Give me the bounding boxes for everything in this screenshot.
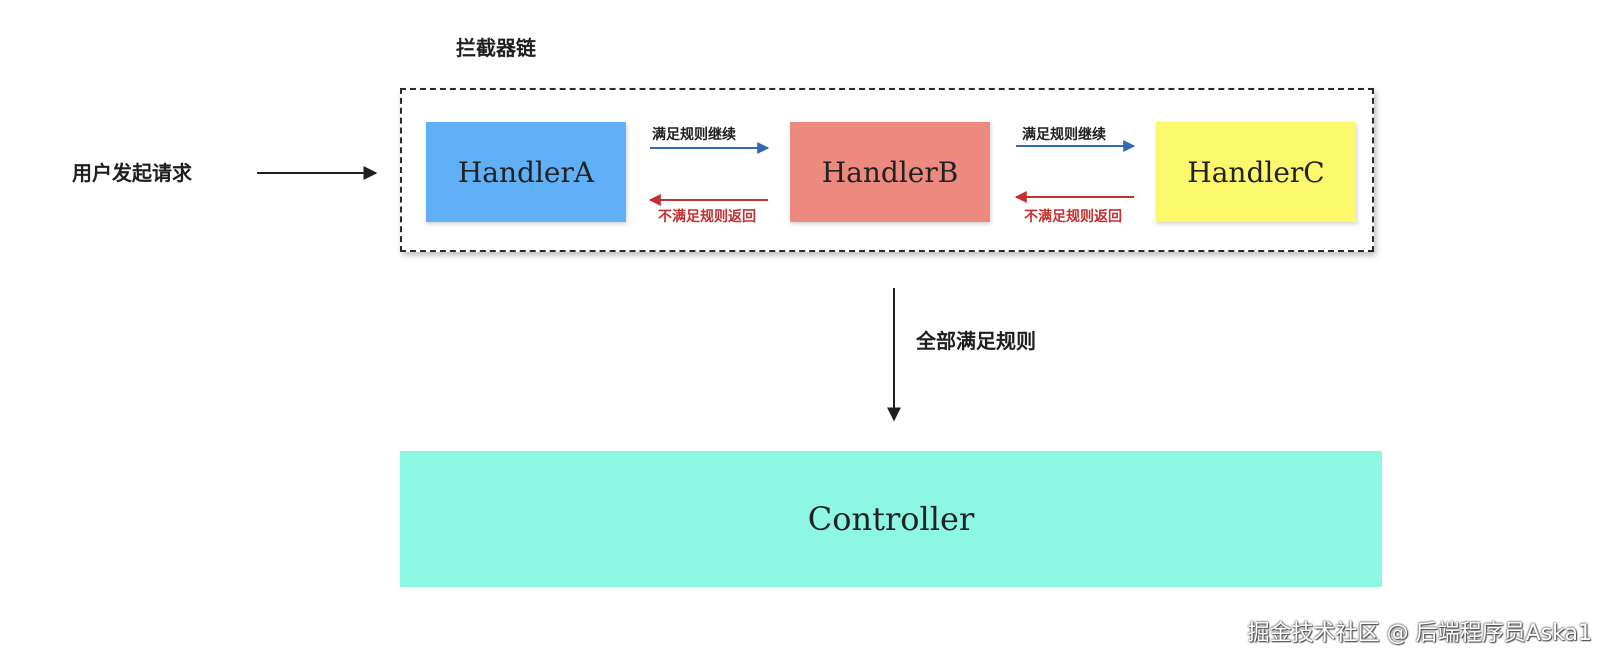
handler-b-box: HandlerB [790,122,990,222]
handler-a-box: HandlerA [426,122,626,222]
watermark-text: 掘金技术社区 @ 后端程序员Aska1 [1247,621,1592,646]
forward-label-b-to-c: 满足规则继续 [1022,127,1106,143]
back-label-b-to-a: 不满足规则返回 [658,209,756,225]
all-pass-label: 全部满足规则 [916,329,1036,353]
user-request-label: 用户发起请求 [72,161,192,185]
controller-box: Controller [400,451,1382,587]
handler-c-box: HandlerC [1156,122,1356,222]
forward-label-a-to-b: 满足规则继续 [652,127,736,143]
back-label-c-to-b: 不满足规则返回 [1024,209,1122,225]
interceptor-chain-title: 拦截器链 [456,36,536,60]
